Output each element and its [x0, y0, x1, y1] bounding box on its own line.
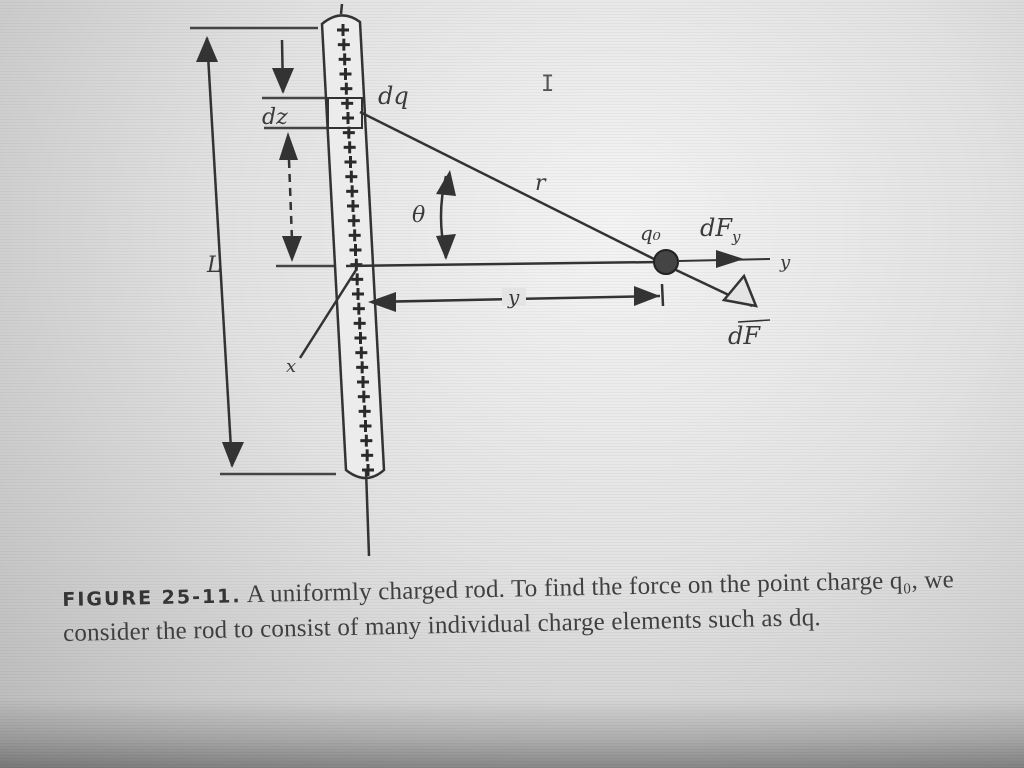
figure-number: FIGURE 25-11. — [62, 585, 242, 611]
charged-rod — [320, 3, 386, 557]
theta-angle: θ — [412, 170, 456, 260]
length-arrow-top — [196, 36, 218, 62]
dq-label: dq — [378, 82, 409, 110]
rod-charge-signs — [337, 24, 374, 476]
x-axis-label: x — [286, 356, 296, 377]
y-axis-label: y — [779, 252, 791, 273]
r-label: r — [535, 171, 547, 196]
dz-label: dz — [262, 105, 288, 130]
dF-vector: dF — [675, 268, 771, 350]
length-arrow-bottom — [222, 442, 244, 468]
page-shadow — [0, 698, 1024, 768]
text-cursor-icon: I — [541, 72, 555, 97]
x-axis: x — [286, 269, 358, 377]
y-axis: y dFy — [677, 214, 791, 273]
point-charge-q0: q₀ — [640, 221, 679, 275]
horizontal-line — [345, 260, 661, 268]
dF-label: dF — [728, 322, 761, 350]
y-distance-label: y — [507, 285, 520, 309]
length-dimension: L — [190, 26, 336, 476]
r-line — [359, 110, 661, 264]
y-distance-dimension: y — [368, 283, 665, 312]
dF-arrowhead — [721, 273, 759, 308]
dz-dimension: dz — [262, 39, 346, 268]
length-label: L — [206, 253, 222, 278]
z-axis-line — [364, 469, 371, 557]
q0-label: q₀ — [640, 221, 661, 245]
theta-label: θ — [412, 203, 425, 228]
dFy-arrow — [716, 250, 744, 268]
dFy-label: dFy — [700, 214, 741, 246]
